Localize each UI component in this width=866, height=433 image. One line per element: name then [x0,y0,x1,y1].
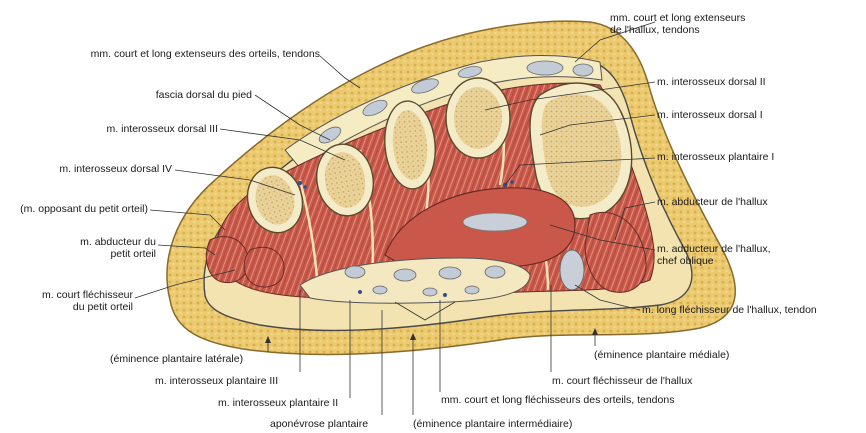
label-abductor-digiti-minimi-2: petit orteil [20,248,156,260]
label-flexor-hallucis-brevis: m. court fléchisseur de l'hallux [552,375,692,387]
label-adductor-hallucis-2: chef oblique [657,255,714,267]
label-extensor-hallux-2: de l'hallux, tendons [610,24,700,36]
label-flexor-toes-tendons: mm. court et long fléchisseurs des ortei… [441,394,674,406]
label-opponens-digiti-minimi: (m. opposant du petit orteil) [0,203,148,215]
label-interosseous-dorsal-4: m. interosseux dorsal IV [20,163,172,175]
label-flexor-hallucis-longus: m. long fléchisseur de l'hallux, tendon [642,304,817,316]
flexor-hallucis-tendon [560,250,584,290]
flexor-digiti-minimi [244,247,284,287]
label-eminence-lateral: (éminence plantaire latérale) [110,353,243,365]
label-interosseous-dorsal-1: m. interosseux dorsal I [657,109,763,121]
label-adductor-hallucis-1: m. adducteur de l'hallux, [657,243,771,255]
label-abductor-hallucis: m. abducteur de l'hallux [657,196,768,208]
label-extensor-toes: mm. court et long extenseurs des orteils… [40,48,320,60]
label-interosseous-plantar-3: m. interosseux plantaire III [155,375,278,387]
adductor-tendon-core [463,213,527,231]
label-interosseous-plantar-1: m. interosseux plantaire I [657,151,774,163]
label-fascia-dorsal: fascia dorsal du pied [90,89,252,101]
label-interosseous-dorsal-3: m. interosseux dorsal III [60,123,218,135]
label-abductor-digiti-minimi-1: m. abducteur du [20,236,156,248]
label-eminence-medial: (éminence plantaire médiale) [594,349,729,361]
label-eminence-intermediate: (éminence plantaire intermédiaire) [413,418,572,430]
label-extensor-hallux-1: mm. court et long extenseurs [610,12,745,24]
label-plantar-aponeurosis: aponévrose plantaire [270,418,368,430]
label-flexor-digiti-minimi-1: m. court fléchisseur [0,289,133,301]
label-flexor-digiti-minimi-2: du petit orteil [0,301,133,313]
label-interosseous-dorsal-2: m. interosseux dorsal II [657,76,766,88]
label-interosseous-plantar-2: m. interosseux plantaire II [218,397,338,409]
